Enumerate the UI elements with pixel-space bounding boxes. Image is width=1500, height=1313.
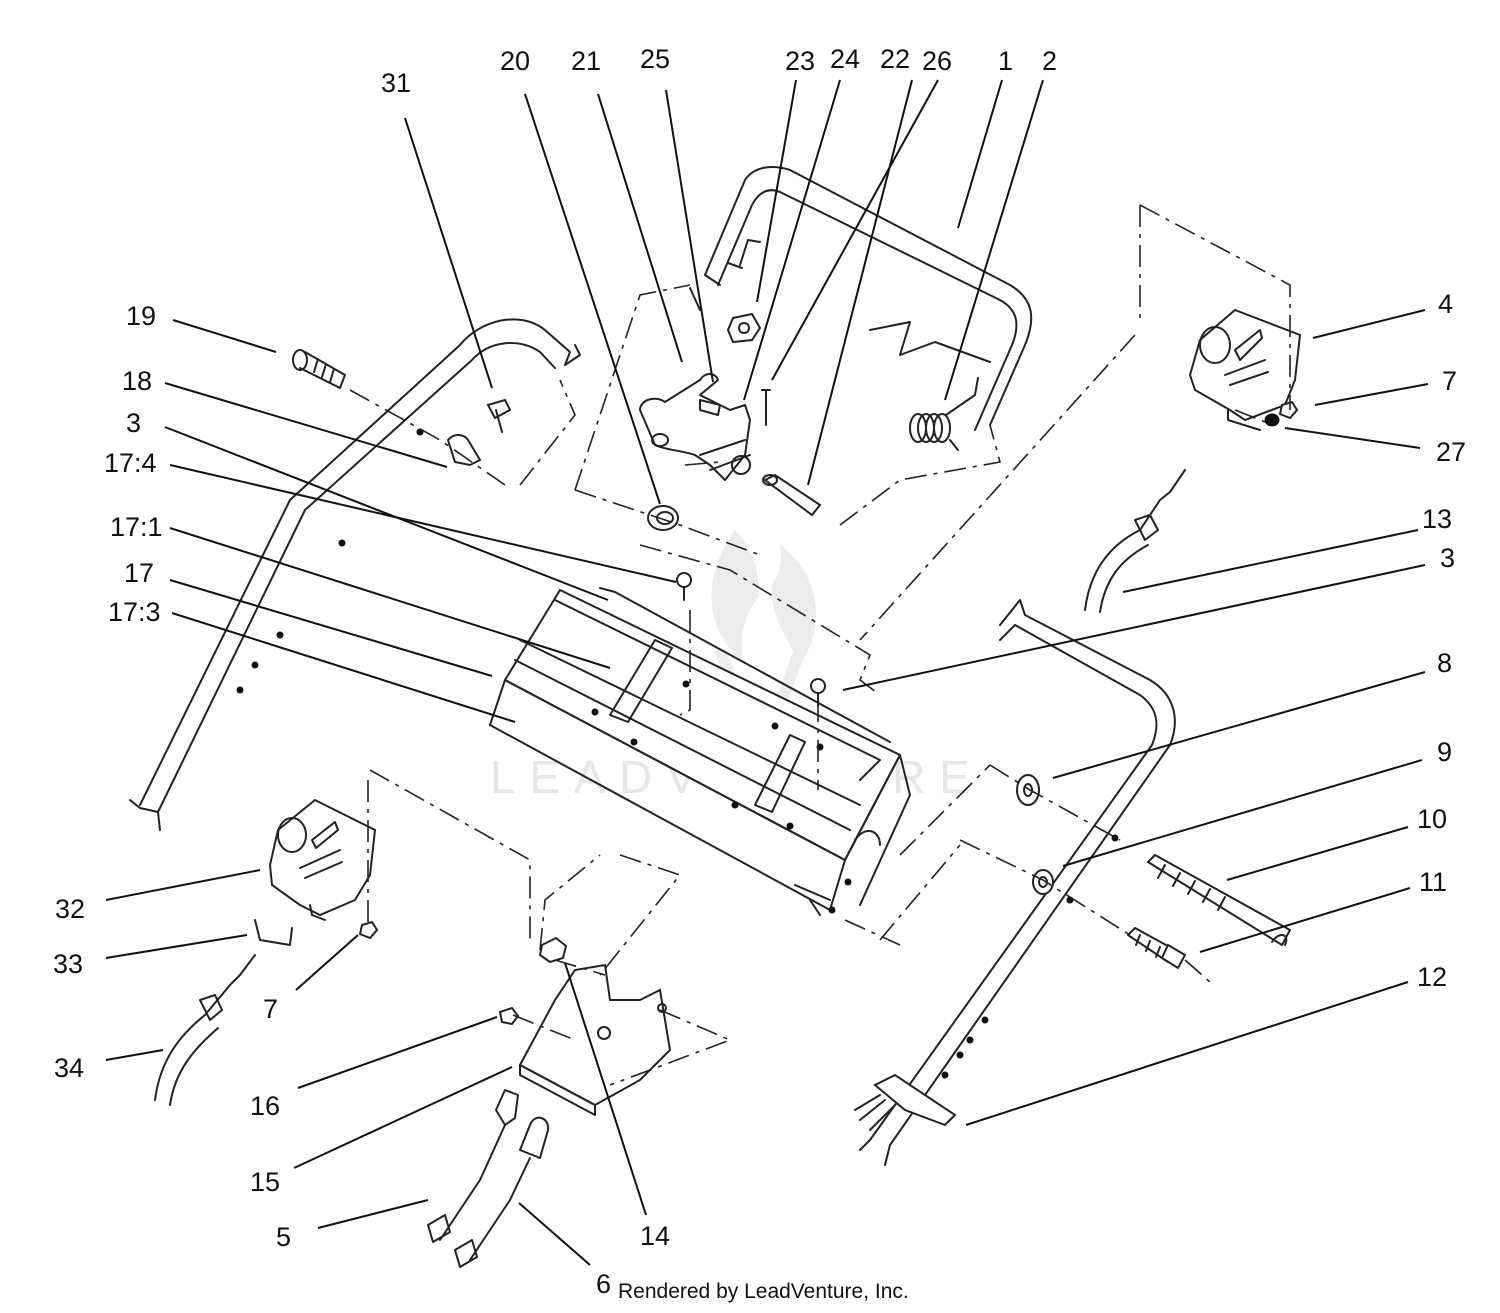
label-part-8: 8 bbox=[1437, 648, 1452, 678]
bolt-19 bbox=[292, 349, 346, 389]
label-part-15: 15 bbox=[250, 1167, 280, 1197]
label-part-32: 32 bbox=[55, 894, 85, 924]
label-part-21: 21 bbox=[571, 46, 601, 76]
label-part-27: 27 bbox=[1436, 437, 1466, 467]
label-part-17: 17 bbox=[124, 558, 154, 588]
label-part-19: 19 bbox=[126, 301, 156, 331]
label-part-14: 14 bbox=[640, 1221, 670, 1251]
label-part-16: 16 bbox=[250, 1091, 280, 1121]
label-part-33: 33 bbox=[53, 949, 83, 979]
spring-26 bbox=[909, 377, 979, 451]
label-part-11: 11 bbox=[1419, 867, 1447, 897]
label-part-6: 6 bbox=[596, 1269, 611, 1299]
label-part-23: 23 bbox=[785, 46, 815, 76]
label-part-22: 22 bbox=[880, 44, 910, 74]
label-part-31: 31 bbox=[381, 68, 411, 98]
credit-text: Rendered by LeadVenture, Inc. bbox=[618, 1280, 909, 1303]
label-part-3-left: 3 bbox=[126, 408, 141, 438]
label-part-3-right: 3 bbox=[1440, 543, 1455, 573]
label-part-18: 18 bbox=[122, 366, 152, 396]
label-part-12: 12 bbox=[1417, 962, 1447, 992]
part-labels: 1 2 3 3 4 5 6 7 7 8 9 10 11 12 13 14 15 … bbox=[53, 44, 1466, 1299]
label-part-4: 4 bbox=[1438, 289, 1453, 319]
label-part-24: 24 bbox=[830, 44, 860, 74]
label-part-17-1: 17:1 bbox=[110, 512, 163, 542]
label-part-7-left: 7 bbox=[263, 994, 278, 1024]
label-part-1: 1 bbox=[998, 46, 1013, 76]
label-part-5: 5 bbox=[276, 1222, 291, 1252]
leader-lines bbox=[105, 79, 1429, 1266]
label-part-34: 34 bbox=[54, 1053, 84, 1083]
label-part-13: 13 bbox=[1422, 504, 1452, 534]
label-part-2: 2 bbox=[1042, 46, 1057, 76]
label-part-17-3: 17:3 bbox=[108, 597, 161, 627]
label-part-7-right: 7 bbox=[1442, 366, 1457, 396]
parts-drawing bbox=[129, 166, 1302, 1268]
label-part-25: 25 bbox=[640, 44, 670, 74]
label-part-9: 9 bbox=[1437, 737, 1452, 767]
label-part-17-4: 17:4 bbox=[104, 448, 157, 478]
label-part-10: 10 bbox=[1417, 804, 1447, 834]
label-part-26: 26 bbox=[922, 46, 952, 76]
label-part-20: 20 bbox=[500, 46, 530, 76]
